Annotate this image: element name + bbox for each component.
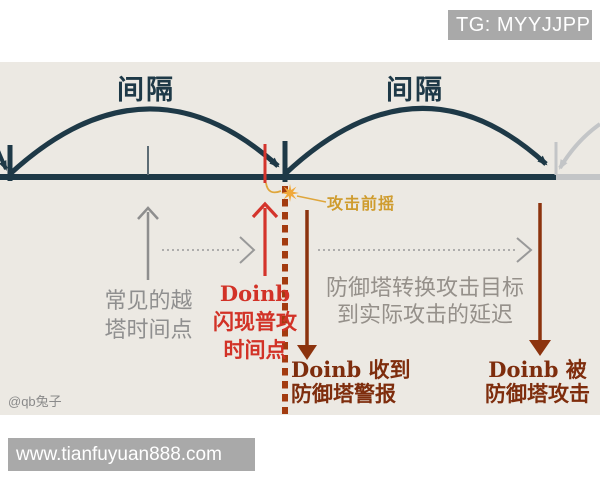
doinb-attacked-line2: 防御塔攻击: [485, 381, 590, 406]
interval-arc-2-icon: [283, 105, 548, 176]
common-dive-line2: 塔时间点: [104, 318, 193, 343]
doinb-flash-line3: 时间点: [223, 337, 287, 362]
shift-dashed-arrow-1-head-icon: [239, 236, 256, 264]
windup-leader-line: [296, 195, 327, 203]
doinb-alert-label: Doinb 收到 防御塔警报: [291, 358, 431, 406]
gray-up-arrow-icon: [137, 206, 159, 220]
common-dive-label: 常见的越 塔时间点: [66, 287, 231, 345]
future-attack-arc-icon: [558, 122, 600, 170]
delay-dashed-arrow-head-icon: [516, 237, 533, 263]
doinb-flash-line1: Doinb: [219, 281, 291, 306]
tower-delay-line1: 防御塔转换攻击目标: [325, 276, 524, 301]
attack-windup-star-icon: [281, 184, 299, 202]
doinb-alert-line1: Doinb 收到: [291, 357, 411, 382]
doinb-alert-line2: 防御塔警报: [291, 381, 396, 406]
attack-windup-label: 攻击前摇: [327, 194, 396, 213]
diagram-canvas: [0, 105, 600, 414]
attacked-down-arrow-icon: [529, 340, 551, 356]
website-watermark-bar: www.tianfuyuan888.com: [8, 438, 255, 471]
tower-delay-line2: 到实际攻击的延迟: [336, 303, 513, 328]
common-dive-line1: 常见的越: [104, 289, 193, 314]
telegram-handle-text: TG: MYYJJPP: [456, 14, 591, 36]
previous-attack-arc-icon: [0, 150, 8, 171]
alert-down-arrow-icon: [297, 345, 317, 360]
windup-curl-icon: [265, 182, 282, 194]
website-url-text: www.tianfuyuan888.com: [16, 444, 222, 465]
telegram-watermark-badge: TG: MYYJJPP: [448, 10, 592, 40]
tower-delay-label: 防御塔转换攻击目标 到实际攻击的延迟: [315, 275, 535, 329]
author-watermark: @qb兔子: [8, 394, 62, 409]
doinb-flash-label: Doinb 闪现普攻 时间点: [194, 280, 316, 364]
doinb-flash-line2: 闪现普攻: [213, 309, 297, 334]
interval-arc-1-icon: [8, 106, 280, 176]
doinb-attacked-label: Doinb 被 防御塔攻击: [470, 358, 600, 406]
red-up-arrow-icon: [251, 201, 279, 219]
doinb-attacked-line1: Doinb 被: [488, 357, 587, 382]
interval-label-1: 间隔: [117, 75, 175, 106]
interval-label-2: 间隔: [386, 75, 444, 106]
tower-attack-timing-diagram: 间隔 间隔 攻击前摇 常见的越 塔时间点 Doinb 闪现普攻 时间点 防御塔转…: [0, 62, 600, 415]
